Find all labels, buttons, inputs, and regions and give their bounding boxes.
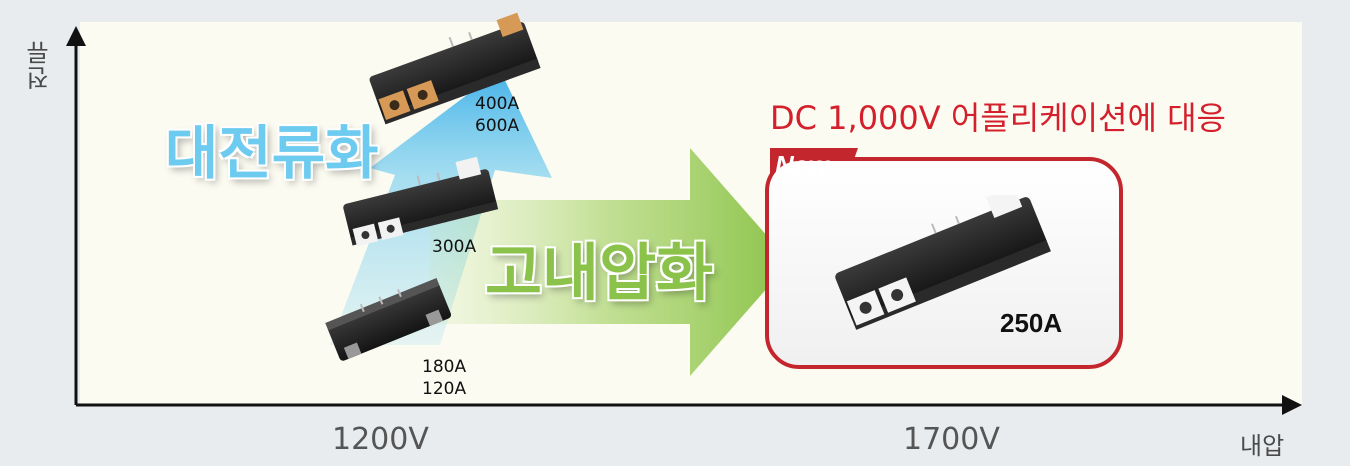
rating-600a: 600A xyxy=(475,116,520,136)
module-400a xyxy=(369,12,541,125)
y-axis-label: 전류 xyxy=(26,40,54,90)
module-300a-ratings: 300A xyxy=(432,236,476,258)
rating-400a: 400A xyxy=(475,94,520,114)
voltage-growth-arrow xyxy=(430,148,790,376)
rating-300a: 300A xyxy=(432,237,477,257)
dc-1000v-headline: DC 1,000V 어플리케이션에 대응 xyxy=(770,99,1226,137)
new-badge: New xyxy=(775,150,829,180)
module-250a xyxy=(835,195,1051,330)
high-voltage-label: 고내압화 xyxy=(485,236,714,309)
high-current-label: 대전류화 xyxy=(165,119,379,187)
module-300a xyxy=(343,156,499,247)
rating-120a: 120A xyxy=(422,379,467,399)
module-400a-ratings: 400A 600A xyxy=(475,93,519,137)
x-axis-arrowhead xyxy=(1282,395,1302,415)
rating-180a: 180A xyxy=(422,357,467,377)
y-axis-arrowhead xyxy=(66,26,86,46)
x-tick-1700v: 1700V xyxy=(903,422,1000,457)
x-tick-1200v: 1200V xyxy=(332,422,429,457)
x-axis-label: 내압 xyxy=(1240,432,1285,460)
rating-250a: 250A xyxy=(1000,308,1063,338)
module-180a xyxy=(325,278,452,361)
module-180a-ratings: 180A 120A xyxy=(422,356,466,400)
